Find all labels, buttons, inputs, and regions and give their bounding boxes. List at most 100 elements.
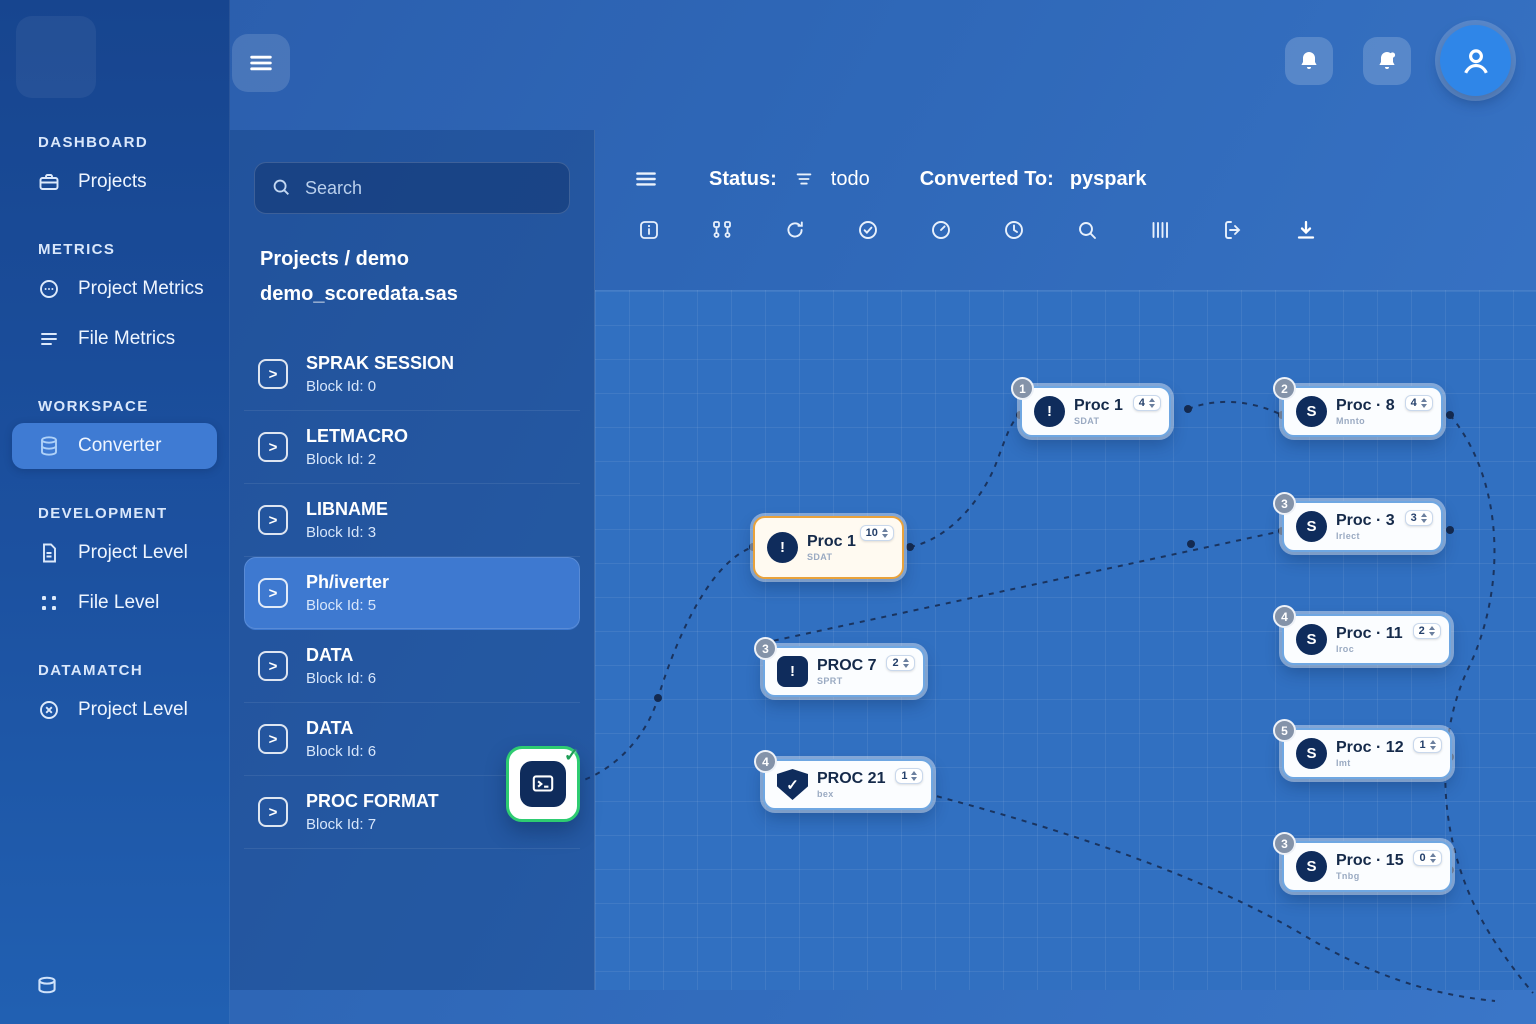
info-icon[interactable] xyxy=(637,218,661,242)
chevron-up-icon[interactable] xyxy=(1420,398,1427,402)
selected-block-ghost[interactable]: ✓ xyxy=(506,745,580,822)
sidebar-item-label: Project Level xyxy=(78,542,188,563)
chevron-down-icon[interactable] xyxy=(911,777,918,781)
node-subtitle: Irlect xyxy=(1336,531,1360,542)
clock-icon[interactable] xyxy=(1002,218,1026,242)
sidebar-item-project-level-datamatch[interactable]: Project Level xyxy=(12,687,217,733)
chevron-down-icon[interactable] xyxy=(1429,859,1436,863)
alerts-button[interactable] xyxy=(1363,37,1411,85)
node-subtitle: Iroc xyxy=(1336,644,1355,655)
sidebar-item-projects[interactable]: Projects xyxy=(12,159,217,205)
list-item-proc-format[interactable]: > PROC FORMAT Block Id: 7 xyxy=(244,776,580,849)
node-counter-stepper[interactable]: 0 xyxy=(1413,850,1442,866)
gauge-icon[interactable] xyxy=(929,218,953,242)
chevron-down-icon[interactable] xyxy=(1420,404,1427,408)
flow-node-proc11[interactable]: 4 S Proc · 11 Iroc 2 xyxy=(1273,605,1451,665)
list-item-data-2[interactable]: > DATA Block Id: 6 xyxy=(244,703,580,776)
breadcrumb-path[interactable]: Projects / demo xyxy=(260,248,409,270)
database-small-icon[interactable] xyxy=(34,972,60,998)
code-block-icon: > xyxy=(258,359,288,389)
sidebar-item-project-metrics[interactable]: Project Metrics xyxy=(12,266,217,312)
flow-node-proc3[interactable]: 3 S Proc · 3 Irlect 3 xyxy=(1273,492,1443,552)
chevron-down-icon[interactable] xyxy=(902,664,909,668)
node-counter-stepper[interactable]: 10 xyxy=(859,525,894,541)
chevron-up-icon[interactable] xyxy=(881,528,888,532)
code-block-icon: > xyxy=(258,432,288,462)
search-input[interactable] xyxy=(254,162,570,214)
sidebar-section-dashboard: DASHBOARD xyxy=(38,134,149,151)
sidebar-item-converter[interactable]: Converter xyxy=(12,423,217,469)
app-logo xyxy=(16,16,96,98)
sidebar-item-file-level[interactable]: File Level xyxy=(12,580,217,626)
notifications-button[interactable] xyxy=(1285,37,1333,85)
node-counter-stepper[interactable]: 1 xyxy=(1413,737,1442,753)
search-icon[interactable] xyxy=(1075,218,1099,242)
node-counter-stepper[interactable]: 2 xyxy=(886,655,915,671)
grid-dots-icon xyxy=(36,590,62,616)
node-subtitle: SPRT xyxy=(817,676,843,687)
sidebar-item-label: Projects xyxy=(78,171,147,192)
flow-node-proc21[interactable]: 4 ✓ PROC 21 bex 1 xyxy=(754,750,934,810)
block-title: SPRAK SESSION xyxy=(306,353,455,373)
block-explorer-panel: Projects / demo demo_scoredata.sas > SPR… xyxy=(230,130,595,990)
status-value[interactable]: todo xyxy=(830,167,870,190)
sidebar-item-file-metrics[interactable]: File Metrics xyxy=(12,316,217,362)
list-item-phiverter-active[interactable]: > Ph/iverter Block Id: 5 xyxy=(244,557,580,630)
check-circle-icon[interactable] xyxy=(856,218,880,242)
chevron-up-icon[interactable] xyxy=(911,771,918,775)
refresh-icon[interactable] xyxy=(783,218,807,242)
sidebar-item-project-level-dev[interactable]: Project Level xyxy=(12,530,217,576)
flow-node-proc1-main[interactable]: ! Proc 1 SDAT 10 xyxy=(753,516,904,579)
node-counter-stepper[interactable]: 1 xyxy=(895,768,924,784)
node-counter-stepper[interactable]: 2 xyxy=(1412,623,1441,639)
node-order-badge: 5 xyxy=(1273,719,1296,742)
canvas-grid[interactable]: ! Proc 1 SDAT 10 3 ! PROC 7 SPRT 2 4 ✓ P… xyxy=(574,290,1536,1002)
workflow-icon[interactable] xyxy=(710,218,734,242)
node-counter-stepper[interactable]: 3 xyxy=(1404,510,1433,526)
flow-node-proc1-top[interactable]: 1 ! Proc 1 SDAT 4 xyxy=(1011,377,1171,437)
chevron-up-icon[interactable] xyxy=(1429,740,1436,744)
node-counter-stepper[interactable]: 4 xyxy=(1132,395,1161,411)
bell-icon xyxy=(1297,49,1321,73)
columns-icon[interactable] xyxy=(1148,218,1172,242)
node-subtitle: Tnbg xyxy=(1336,871,1360,882)
flow-node-proc7[interactable]: 3 ! PROC 7 SPRT 2 xyxy=(754,637,925,697)
download-icon[interactable] xyxy=(1294,218,1318,242)
chevron-up-icon[interactable] xyxy=(1428,626,1435,630)
chevron-down-icon[interactable] xyxy=(881,534,888,538)
filter-lines-icon xyxy=(793,168,815,190)
list-item-data-1[interactable]: > DATA Block Id: 6 xyxy=(244,630,580,703)
chevron-up-icon[interactable] xyxy=(902,658,909,662)
chevron-up-icon[interactable] xyxy=(1148,398,1155,402)
chevron-down-icon[interactable] xyxy=(1420,519,1427,523)
flow-node-proc12[interactable]: 5 S Proc · 12 Imt 1 xyxy=(1273,719,1452,779)
chevron-up-icon[interactable] xyxy=(1420,513,1427,517)
sidebar-section-datamatch: DATAMATCH xyxy=(38,662,144,679)
block-title: LIBNAME xyxy=(306,499,388,519)
node-counter-stepper[interactable]: 4 xyxy=(1404,395,1433,411)
menu-toggle-button[interactable] xyxy=(232,34,290,92)
block-id: Block Id: 5 xyxy=(306,597,377,614)
list-item-letmacro[interactable]: > LETMACRO Block Id: 2 xyxy=(244,411,580,484)
chevron-down-icon[interactable] xyxy=(1429,746,1436,750)
chevron-up-icon[interactable] xyxy=(1429,853,1436,857)
s-circle-icon: S xyxy=(1296,851,1327,882)
flow-node-proc15[interactable]: 3 S Proc · 15 Tnbg 0 xyxy=(1273,832,1452,892)
user-avatar[interactable] xyxy=(1440,25,1511,96)
list-item-libname[interactable]: > LIBNAME Block Id: 3 xyxy=(244,484,580,557)
sidebar-item-label: File Metrics xyxy=(78,328,176,349)
node-title: Proc · 12 xyxy=(1336,738,1404,756)
node-subtitle: SDAT xyxy=(807,552,833,563)
canvas-menu-icon[interactable] xyxy=(633,166,659,192)
circle-x-icon xyxy=(36,697,62,723)
user-icon xyxy=(1457,42,1495,80)
sidebar-item-label: Converter xyxy=(78,435,162,456)
export-icon[interactable] xyxy=(1221,218,1245,242)
converted-to-value[interactable]: pyspark xyxy=(1069,167,1147,190)
chevron-down-icon[interactable] xyxy=(1428,632,1435,636)
converted-to-label: Converted To: xyxy=(919,167,1054,190)
list-item-sprak-session[interactable]: > SPRAK SESSION Block Id: 0 xyxy=(244,338,580,411)
node-title: Proc 1 xyxy=(807,532,856,550)
chevron-down-icon[interactable] xyxy=(1148,404,1155,408)
flow-node-proc8[interactable]: 2 S Proc · 8 Mnnto 4 xyxy=(1273,377,1443,437)
